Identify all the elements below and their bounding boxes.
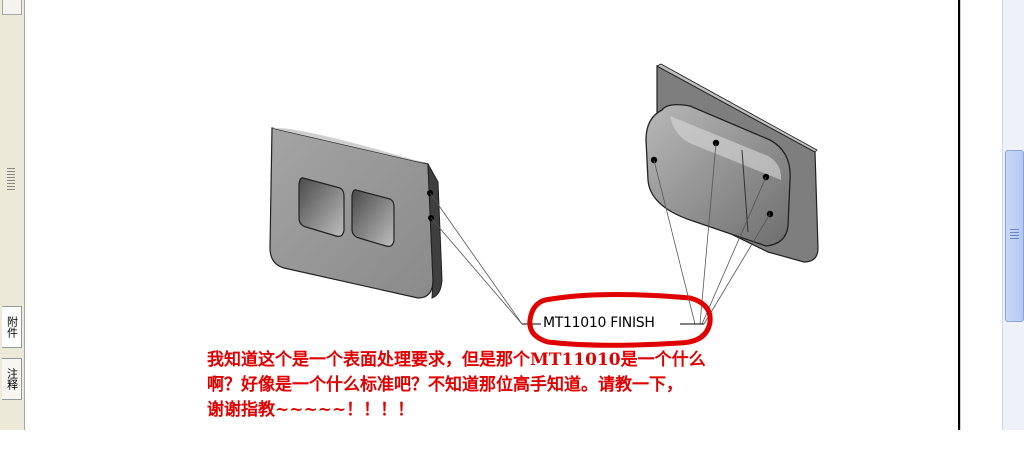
thumb-grip-icon xyxy=(1010,229,1019,239)
sheet-border xyxy=(958,0,960,430)
finish-callout-label[interactable]: MT11010 FINISH xyxy=(543,315,655,331)
strip-scroll-button[interactable] xyxy=(2,0,22,15)
comment-line-1: 我知道这个是一个表面处理要求，但是那个MT11010是一个什么 xyxy=(207,350,706,370)
leader-lines xyxy=(429,142,771,325)
right-part-view xyxy=(645,63,819,263)
comment-line-2: 啊？好像是一个什么标准吧？不知道那位高手知道。请教一下， xyxy=(207,375,683,395)
comment-line-3: 谢谢指教~~~~~！！！！ xyxy=(207,400,415,420)
left-tab-strip: 附件 注释 xyxy=(0,0,25,430)
red-comment-text: 我知道这个是一个表面处理要求，但是那个MT11010是一个什么 啊？好像是一个什… xyxy=(207,348,907,423)
canvas-margin xyxy=(960,0,1003,430)
left-part-view xyxy=(269,127,443,299)
bottom-margin xyxy=(0,430,1024,469)
tab-attachments[interactable]: 附件 xyxy=(2,306,22,348)
tab-annotations[interactable]: 注释 xyxy=(2,358,22,400)
splitter-grip-icon[interactable] xyxy=(7,168,15,190)
red-highlight-circle xyxy=(527,291,713,348)
